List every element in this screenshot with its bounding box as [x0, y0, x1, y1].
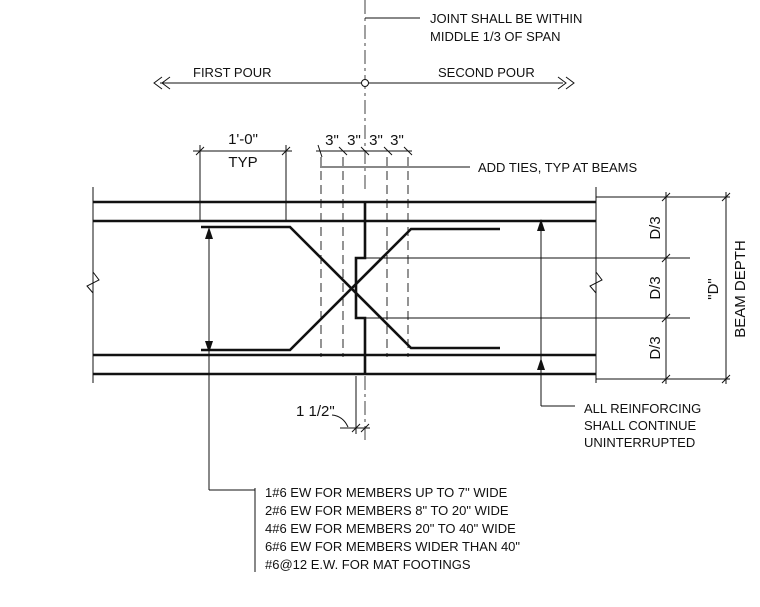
diagonal-bar-1 [201, 225, 500, 350]
typ-label: TYP [228, 154, 257, 171]
second-pour-arrow-icon [557, 76, 575, 90]
reinforcing-note-line2: SHALL CONTINUE [584, 418, 697, 433]
pour-line-center-mark [361, 79, 369, 87]
joint-note-line2: MIDDLE 1/3 OF SPAN [430, 29, 561, 44]
dim-tick [661, 192, 671, 202]
second-pour-label: SECOND POUR [438, 65, 535, 80]
tie-spacing-label: 3" [325, 132, 339, 149]
bar-schedule-line: 6#6 EW FOR MEMBERS WIDER THAN 40" [265, 539, 520, 554]
dim-tick [317, 144, 323, 158]
dim-tick [338, 146, 348, 156]
arrowhead-icon [205, 341, 213, 353]
d-label: "D" [705, 278, 722, 299]
break-line-left-icon [86, 271, 100, 294]
dim-tick [661, 313, 671, 323]
bar-schedule-line: 4#6 EW FOR MEMBERS 20" TO 40" WIDE [265, 521, 516, 536]
dim-tick [661, 374, 671, 384]
dim-tick [383, 146, 393, 156]
tie-spacing-label: 3" [347, 132, 361, 149]
dim-tick [351, 423, 361, 433]
key-dim-leader [331, 414, 349, 428]
first-pour-arrow-icon [153, 76, 171, 90]
add-ties-note: ADD TIES, TYP AT BEAMS [478, 160, 638, 175]
bar-schedule-line: 1#6 EW FOR MEMBERS UP TO 7" WIDE [265, 485, 508, 500]
tie-spacing-label: 3" [390, 132, 404, 149]
d3-bottom-label: D/3 [647, 336, 664, 359]
dim-tick [360, 423, 370, 433]
bar-schedule-line: 2#6 EW FOR MEMBERS 8" TO 20" WIDE [265, 503, 509, 518]
dim-tick [721, 192, 731, 202]
first-pour-label: FIRST POUR [193, 65, 272, 80]
construction-joint-key [354, 202, 367, 374]
reinforcing-note-line3: UNINTERRUPTED [584, 435, 695, 450]
one-foot-label: 1'-0" [228, 131, 258, 148]
tie-spacing-label: 3" [369, 132, 383, 149]
bar-schedule-line: #6@12 E.W. FOR MAT FOOTINGS [265, 557, 471, 572]
dim-tick [661, 253, 671, 263]
diagonal-bar-2 [201, 227, 500, 352]
reinforcing-note-line1: ALL REINFORCING [584, 401, 701, 416]
arrowhead-icon [205, 227, 213, 239]
break-line-right-icon [589, 271, 603, 294]
arrowhead-icon [537, 358, 545, 370]
d3-middle-label: D/3 [647, 276, 664, 299]
dim-tick [360, 146, 370, 156]
dim-tick [195, 146, 205, 156]
dim-tick [403, 146, 413, 156]
key-offset-label: 1 1/2" [296, 403, 335, 420]
d3-top-label: D/3 [647, 216, 664, 239]
joint-note-line1: JOINT SHALL BE WITHIN [430, 11, 582, 26]
arrowhead-icon [537, 219, 545, 231]
beam-depth-label: BEAM DEPTH [732, 240, 749, 338]
dim-tick [281, 146, 291, 156]
dim-tick [721, 374, 731, 384]
